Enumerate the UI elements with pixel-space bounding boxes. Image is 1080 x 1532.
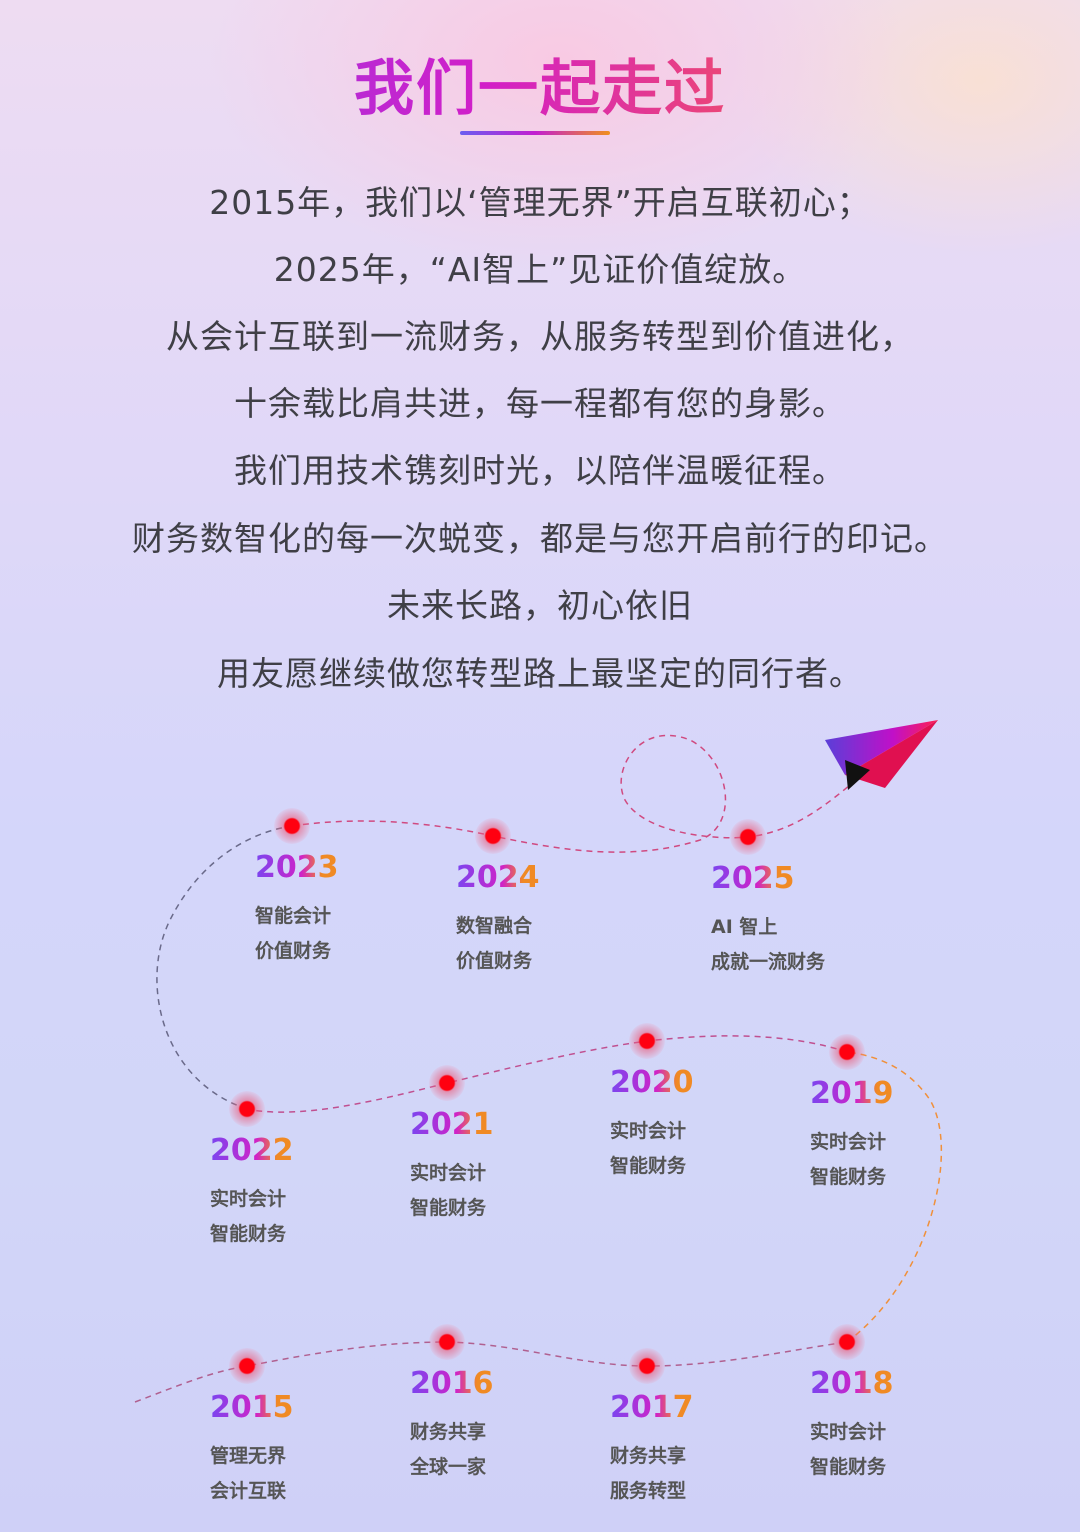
intro-line: 从会计互联到一流财务，从服务转型到价值进化， bbox=[166, 317, 914, 356]
milestone-label: 数智融合 bbox=[456, 915, 533, 937]
milestone-label: 全球一家 bbox=[410, 1456, 487, 1478]
milestone-dot bbox=[429, 1324, 465, 1360]
milestone-label: 智能财务 bbox=[210, 1223, 287, 1245]
milestone-dot bbox=[629, 1023, 665, 1059]
milestone-label: 财务共享 bbox=[410, 1421, 487, 1443]
milestone-label: 服务转型 bbox=[610, 1480, 687, 1502]
page-title: 我们一起走过 bbox=[0, 40, 1080, 127]
milestone-year: 2023 bbox=[255, 850, 339, 885]
milestone-label: 实时会计 bbox=[810, 1131, 887, 1153]
milestone-label: 实时会计 bbox=[810, 1421, 887, 1443]
milestone-year: 2017 bbox=[610, 1390, 694, 1425]
milestone-dot bbox=[829, 1034, 865, 1070]
milestone-label: 成就一流财务 bbox=[711, 951, 826, 973]
milestone-year: 2022 bbox=[210, 1133, 294, 1168]
milestone-label: 智能财务 bbox=[810, 1166, 887, 1188]
intro-line: 未来长路，初心依旧 bbox=[387, 586, 693, 625]
milestone-dot bbox=[475, 818, 511, 854]
intro-line: 十余载比肩共进，每一程都有您的身影。 bbox=[234, 384, 846, 423]
milestone-year: 2015 bbox=[210, 1390, 294, 1425]
milestone-label: 智能财务 bbox=[610, 1155, 687, 1177]
milestone-label: 智能财务 bbox=[410, 1197, 487, 1219]
intro-line: 2025年，“AI智上”见证价值绽放。 bbox=[273, 250, 807, 289]
milestone-label: 财务共享 bbox=[610, 1445, 687, 1467]
milestone-label: 智能会计 bbox=[255, 905, 332, 927]
milestone-dot bbox=[229, 1091, 265, 1127]
milestone-dot bbox=[429, 1065, 465, 1101]
milestone-year: 2018 bbox=[810, 1366, 894, 1401]
intro-line: 2015年，我们以‘管理无界”开启互联初心； bbox=[209, 183, 871, 222]
milestone-label: 实时会计 bbox=[210, 1188, 287, 1210]
milestone-label: 实时会计 bbox=[410, 1162, 487, 1184]
milestone-year: 2019 bbox=[810, 1076, 894, 1111]
milestone-label: 实时会计 bbox=[610, 1120, 687, 1142]
milestone-dot bbox=[229, 1348, 265, 1384]
intro-line: 财务数智化的每一次蜕变，都是与您开启前行的印记。 bbox=[132, 519, 948, 558]
milestone-dot bbox=[730, 819, 766, 855]
milestone-dot bbox=[829, 1324, 865, 1360]
milestone-label: 会计互联 bbox=[210, 1480, 287, 1502]
paper-plane-icon bbox=[825, 720, 938, 790]
milestone-year: 2016 bbox=[410, 1366, 494, 1401]
milestone-year: 2020 bbox=[610, 1065, 694, 1100]
milestone-year: 2021 bbox=[410, 1107, 494, 1142]
milestone-label: 管理无界 bbox=[210, 1445, 287, 1467]
milestone-label: 智能财务 bbox=[810, 1456, 887, 1478]
milestone-label: 价值财务 bbox=[456, 950, 533, 972]
milestone-label: AI 智上 bbox=[711, 916, 778, 938]
milestone-dot bbox=[629, 1348, 665, 1384]
milestone-year: 2025 bbox=[711, 861, 795, 896]
title-underline bbox=[460, 131, 610, 135]
milestone-dot bbox=[274, 808, 310, 844]
milestone-label: 价值财务 bbox=[255, 940, 332, 962]
intro-line: 用友愿继续做您转型路上最坚定的同行者。 bbox=[217, 654, 863, 693]
intro-line: 我们用技术镌刻时光，以陪伴温暖征程。 bbox=[234, 451, 846, 490]
milestone-year: 2024 bbox=[456, 860, 540, 895]
